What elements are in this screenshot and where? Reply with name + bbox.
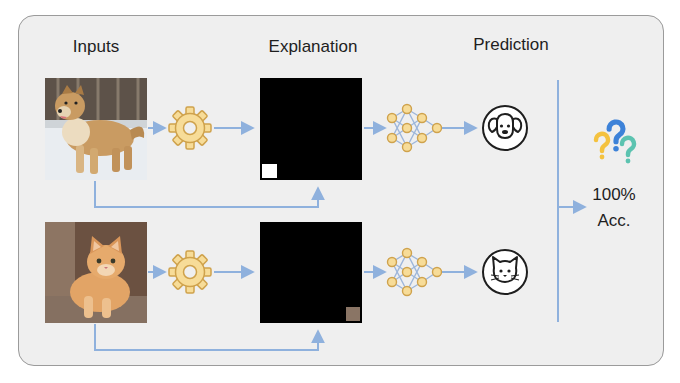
explanation-mask <box>260 78 362 323</box>
dog-prediction-icon <box>483 106 527 150</box>
column-heading: Inputs <box>26 34 166 60</box>
dog-photo <box>45 78 147 180</box>
panel-box: Inputs Explanation Prediction 100% Acc. <box>18 15 664 366</box>
column-heading: Prediction <box>441 32 581 58</box>
column-heading: Explanation <box>233 34 393 60</box>
flow-arrow <box>95 128 584 350</box>
gear-icon <box>169 107 211 149</box>
gear-icon <box>169 251 211 293</box>
network-icon <box>388 105 442 152</box>
cat-photo <box>45 222 147 323</box>
accuracy-label: 100% Acc. <box>584 182 644 235</box>
question-icon <box>596 122 634 163</box>
merge-bar <box>557 80 559 322</box>
network-icon <box>388 249 442 296</box>
cat-prediction-icon <box>483 250 527 294</box>
